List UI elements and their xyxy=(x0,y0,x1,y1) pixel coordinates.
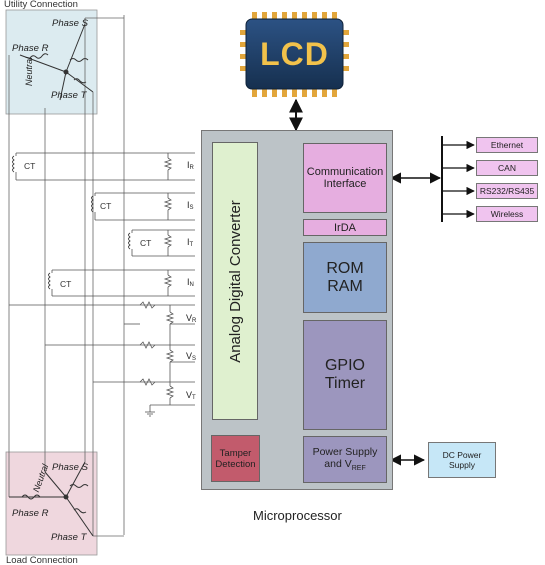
ram-label: RAM xyxy=(327,277,363,295)
iface-ethernet: Ethernet xyxy=(476,137,538,153)
irda-block: IrDA xyxy=(303,219,387,236)
voltage-label-t: VT xyxy=(186,390,196,401)
utility-neutral-label: Neutral xyxy=(24,56,34,86)
ct-label-r: CT xyxy=(24,161,36,171)
utility-phase-t-label: Phase T xyxy=(51,90,87,101)
current-sensing xyxy=(12,152,195,297)
iface-wireless: Wireless xyxy=(476,206,538,222)
irda-label: IrDA xyxy=(334,221,356,234)
current-label-s: IS xyxy=(187,200,194,211)
current-label-n: IN xyxy=(187,277,194,288)
load-connection-box xyxy=(5,451,98,556)
rom-label: ROM xyxy=(326,259,364,277)
tamper-detection-block: Tamper Detection xyxy=(211,435,260,482)
lcd-chip xyxy=(240,12,349,97)
tamper-label-line1: Tamper xyxy=(219,447,252,459)
load-phase-t-label: Phase T xyxy=(51,532,87,543)
dc-power-line1: DC Power xyxy=(442,450,482,460)
power-label-line2: and VREF xyxy=(324,458,366,473)
utility-connection-title: Utility Connection xyxy=(4,0,78,10)
ct-label-s: CT xyxy=(100,201,112,211)
lcd-label: LCD xyxy=(260,35,329,72)
voltage-sensing xyxy=(9,301,195,417)
utility-phase-s-label: Phase S xyxy=(52,18,88,29)
tamper-label-line2: Detection xyxy=(215,458,256,470)
power-label-line1: Power Supply xyxy=(312,446,378,459)
load-phase-r-label: Phase R xyxy=(12,508,49,519)
adc-label: Analog Digital Converter xyxy=(226,199,244,363)
utility-wye xyxy=(19,23,94,101)
comm-label-line2: Interface xyxy=(323,178,367,190)
iface-can: CAN xyxy=(476,160,538,176)
dc-power-line2: Supply xyxy=(449,460,475,470)
gpio-label: GPIO xyxy=(324,357,365,374)
utility-connection-box xyxy=(5,9,98,115)
load-wye xyxy=(9,461,94,537)
ct-label-n: CT xyxy=(60,279,72,289)
power-supply-block: Power Supply and VREF xyxy=(303,436,387,483)
current-label-t: IT xyxy=(187,237,194,248)
voltage-label-r: VR xyxy=(186,313,197,324)
utility-phase-r-label: Phase R xyxy=(12,43,49,54)
load-phase-s-label: Phase S xyxy=(52,462,88,473)
gpio-timer-block: GPIO Timer xyxy=(303,320,387,430)
microprocessor-label: Microprocessor xyxy=(253,508,342,523)
ct-label-t: CT xyxy=(140,238,152,248)
dc-power-supply-block: DC Power Supply xyxy=(428,442,496,478)
load-connection-title: Load Connection xyxy=(6,555,78,565)
comm-label-line1: Communication xyxy=(306,166,384,178)
interface-bus xyxy=(389,136,475,466)
adc-block: Analog Digital Converter xyxy=(212,142,258,420)
iface-rs232: RS232/RS435 xyxy=(476,183,538,199)
timer-label: Timer xyxy=(324,375,366,392)
memory-block: ROM RAM xyxy=(303,242,387,313)
main-wires xyxy=(8,15,125,537)
voltage-label-s: VS xyxy=(186,351,197,362)
comm-interface-block: Communication Interface xyxy=(303,143,387,213)
current-label-r: IR xyxy=(187,160,194,171)
